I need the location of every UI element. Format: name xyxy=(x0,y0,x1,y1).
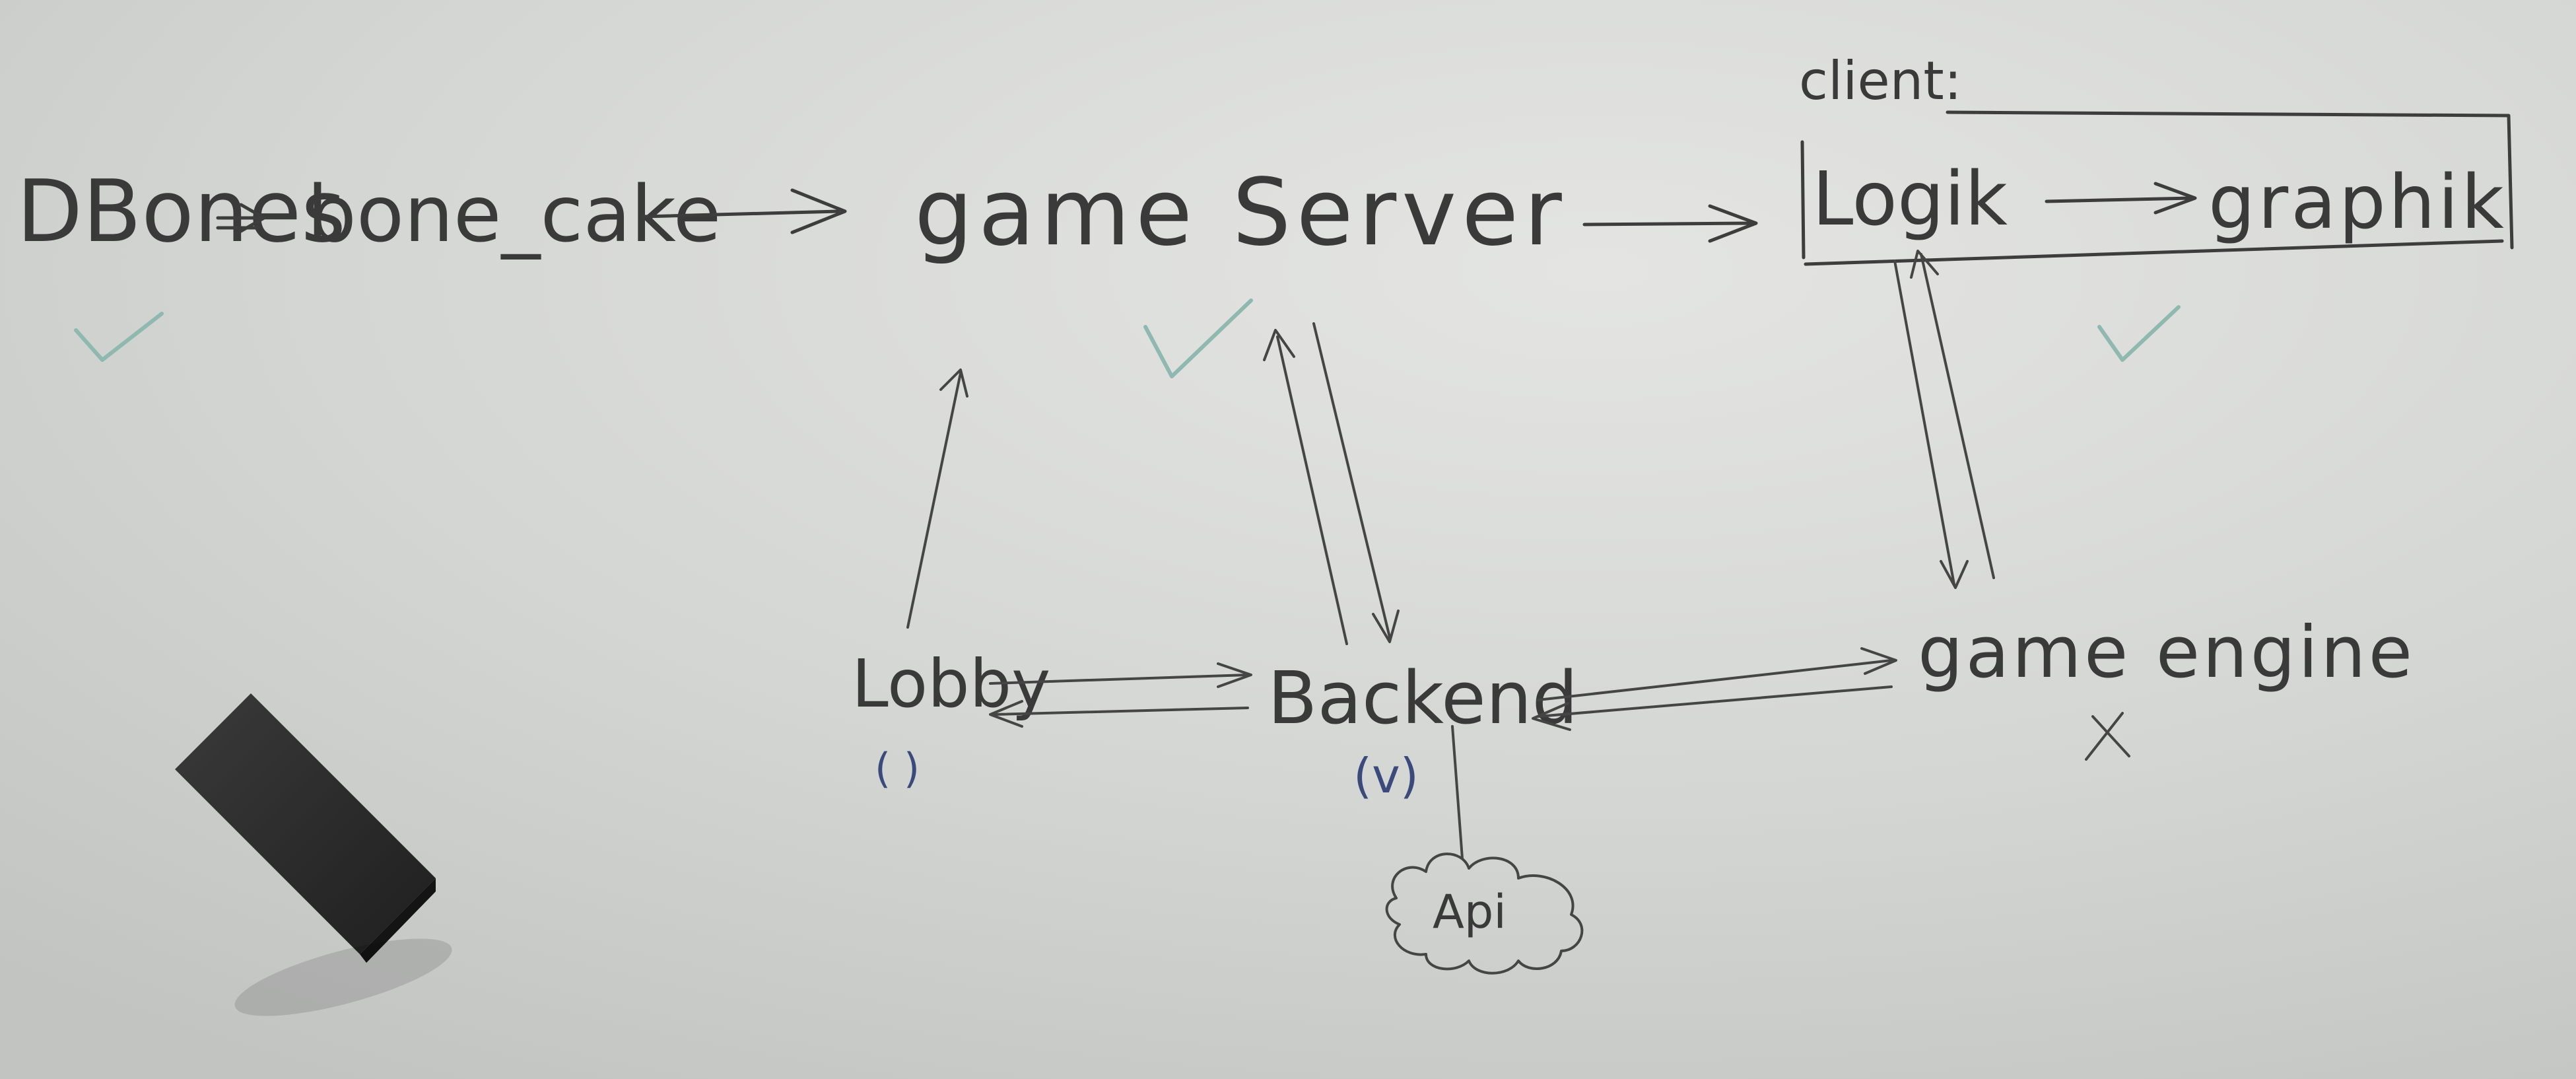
line-backend-to-api xyxy=(1451,725,1464,860)
cross-game-engine xyxy=(2085,712,2130,761)
check-dbones xyxy=(74,312,164,362)
arrow-dbones-to-bonecake xyxy=(216,203,266,233)
arrow-gameengine-to-logik xyxy=(1910,250,1995,579)
arrow-lobby-to-gameserver xyxy=(906,368,968,629)
node-api: Api xyxy=(1433,885,1507,939)
node-lobby: Lobby xyxy=(852,645,1050,722)
client-label: client: xyxy=(1799,50,1962,112)
check-graphik xyxy=(2097,305,2181,362)
arrow-logik-to-gameengine xyxy=(1893,260,1969,589)
arrow-backend-to-gameengine xyxy=(1537,647,1897,701)
status-lobby: ( ) xyxy=(875,744,920,792)
node-backend: Backend xyxy=(1268,656,1578,740)
arrow-gameserver-to-backend xyxy=(1312,322,1400,643)
node-game-server: game Server xyxy=(914,159,1567,267)
check-game-server xyxy=(1143,298,1253,378)
arrow-bonecake-to-gameserver xyxy=(642,188,847,234)
arrow-logik-to-graphik xyxy=(2045,182,2197,215)
arrow-lobby-to-backend xyxy=(989,662,1252,688)
arrow-backend-to-lobby xyxy=(989,700,1249,728)
status-backend: (v) xyxy=(1353,748,1419,804)
client-box xyxy=(1800,110,2514,266)
api-cloud xyxy=(1385,853,1584,975)
node-dbones: DBones xyxy=(17,161,346,261)
eraser[interactable] xyxy=(175,693,459,1032)
arrow-gameengine-to-backend xyxy=(1532,685,1893,731)
arrow-gameserver-to-client xyxy=(1582,204,1758,243)
arrow-backend-to-gameserver xyxy=(1263,329,1348,645)
node-graphik: graphik xyxy=(2208,160,2507,246)
node-logik: Logik xyxy=(1812,157,2008,242)
node-bonecake: bone_cake xyxy=(307,168,721,260)
node-game-engine: game engine xyxy=(1918,611,2415,694)
